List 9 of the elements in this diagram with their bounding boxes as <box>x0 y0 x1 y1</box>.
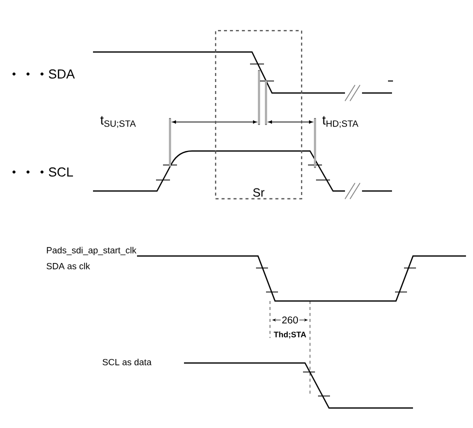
timing-label: t$_{SU;STA}$ <box>100 116 136 128</box>
signal-label: SCL <box>48 167 73 177</box>
dashed-box: Sr <box>215 30 302 200</box>
timing-label: t$_{HD;STA}$ <box>322 116 358 128</box>
signal-label: SDA <box>48 69 75 79</box>
dimension-label: 260 <box>280 315 300 325</box>
signal-label: SDA as clk <box>46 262 90 270</box>
signal-label: Pads_sdi_ap_start_clk <box>46 246 136 256</box>
signal-label: SCL as data <box>102 358 152 366</box>
